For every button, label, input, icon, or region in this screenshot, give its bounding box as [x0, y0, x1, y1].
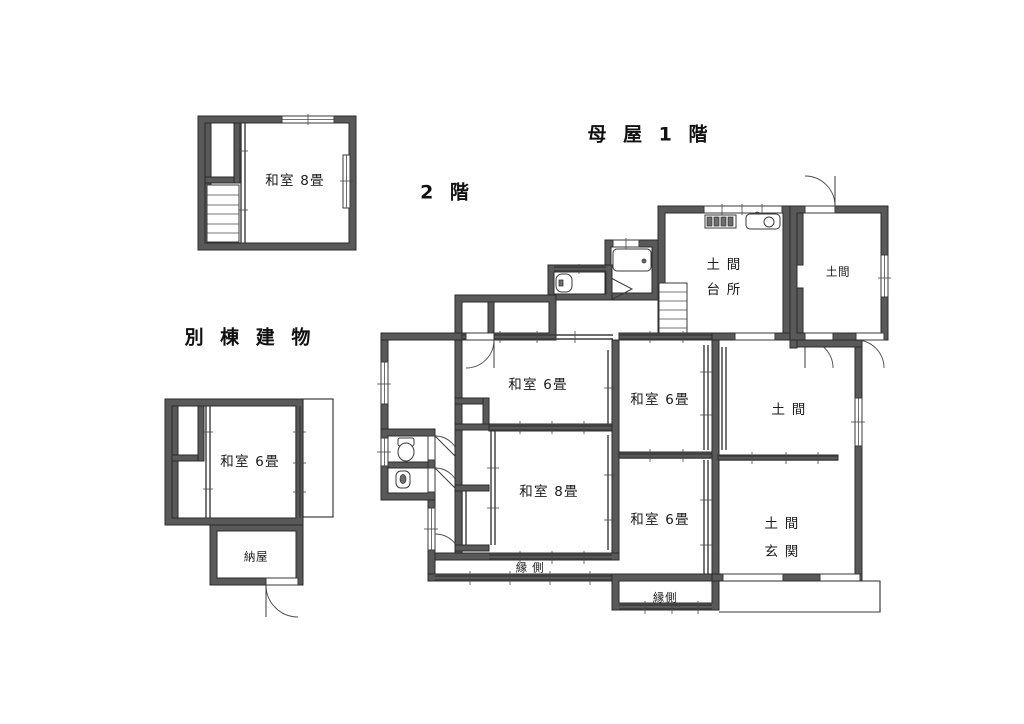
west-wing-north-wall — [380, 332, 463, 341]
east-doma-north-wall — [789, 339, 863, 348]
east-doma-window[interactable] — [851, 397, 865, 447]
2f-window-north[interactable] — [281, 114, 335, 125]
engawa-west-north-wall — [434, 552, 620, 561]
ne-doma-window-east[interactable] — [878, 254, 891, 298]
title-second-floor: 2 階 — [420, 182, 474, 204]
2f-room-label-washitsu8: 和室 8畳 — [265, 172, 324, 189]
label-genkan-line1: 土 間 — [765, 516, 800, 532]
closet-shelf-c — [454, 484, 490, 492]
2f-window-east[interactable] — [340, 154, 353, 209]
east-outer-wall — [854, 339, 863, 581]
annex-engawa-east — [293, 398, 334, 518]
label-genkan-line2: 玄 関 — [765, 543, 800, 560]
kitchen-counter — [703, 204, 783, 215]
west-window-toilet[interactable] — [377, 437, 391, 467]
interior-vertical-wall-center — [611, 339, 620, 559]
label-washitsu6-s: 和室 6畳 — [630, 511, 689, 528]
doma-wall-stub — [789, 339, 798, 349]
main-staircase — [658, 282, 688, 339]
ne-doma-wall-stub-upper — [796, 212, 804, 266]
north-hall-divider — [487, 301, 495, 334]
2f-staircase — [206, 184, 240, 243]
washitsu8-fusuma-west[interactable] — [487, 431, 499, 545]
label-washitsu6-n: 和室 6畳 — [630, 391, 689, 408]
toilet-washbasin-icon — [395, 470, 411, 489]
east-wall-sliding-marks[interactable] — [700, 345, 713, 575]
label-engawa-south: 縁側 — [653, 591, 677, 605]
west-window-upper[interactable] — [377, 361, 391, 405]
washbasin-icon — [555, 273, 573, 293]
engawa-south-glazing[interactable] — [619, 601, 712, 614]
closet-shelf-d — [454, 544, 490, 552]
annex-naya-door[interactable] — [265, 577, 299, 618]
annex-west-wall — [171, 405, 179, 519]
2f-sliding-door-west[interactable] — [238, 123, 248, 243]
washitsu6n-sliding-north[interactable] — [619, 331, 713, 343]
label-engawa-west: 縁 側 — [516, 561, 544, 575]
ne-doma-door-north[interactable] — [804, 175, 836, 214]
title-annex-building: 別 棟 建 物 — [185, 326, 316, 349]
closet-shelf-b — [454, 423, 490, 431]
2f-closet-east-wall — [233, 122, 241, 184]
second-floor-plan: 和室 8畳 — [197, 114, 357, 251]
kitchen-doma-label-1: 土 間 — [707, 257, 742, 273]
interior-vertical-wall-west — [454, 339, 463, 561]
annex-room-label-naya: 納屋 — [244, 550, 268, 564]
closet-sliding-doors[interactable] — [461, 491, 467, 545]
doma-north-opening[interactable] — [734, 332, 776, 341]
annex-sliding-door-west[interactable] — [203, 406, 213, 518]
annex-room-label-washitsu6: 和室 6畳 — [220, 453, 279, 470]
toilet-icon — [397, 437, 415, 462]
label-washitsu6-nw: 和室 6畳 — [508, 376, 567, 393]
gas-range-icon — [704, 214, 737, 229]
kitchen-sink-icon — [745, 211, 781, 230]
main-house-plan: 土 間 台 所 土間 — [377, 175, 891, 614]
engawa-south-wall — [611, 573, 720, 611]
doma-vertical-sliding[interactable] — [721, 347, 727, 450]
ne-doma-wall-stub-lower — [796, 287, 804, 334]
ne-doma-label: 土間 — [826, 265, 850, 279]
label-washitsu8: 和室 8畳 — [519, 483, 578, 500]
room-washitsu8: 和室 8畳 — [519, 483, 578, 500]
engawa-west-inner-sliding[interactable] — [489, 551, 612, 564]
room-washitsu6-nw: 和室 6畳 — [508, 376, 567, 393]
west-corridor-window[interactable] — [424, 507, 438, 551]
bathtub-icon — [612, 238, 652, 272]
doma-step-divider[interactable] — [717, 452, 839, 464]
washroom-sliding-door-north[interactable] — [554, 264, 606, 274]
washitsu6nw-sliding-south[interactable] — [488, 421, 614, 434]
bathroom-folding-door[interactable] — [610, 277, 634, 301]
south-terrace-outline — [719, 580, 881, 613]
kitchen-doma-label-2: 台 所 — [707, 282, 742, 298]
annex-closet-east-wall — [197, 405, 205, 462]
toilet-divider — [387, 461, 429, 469]
center-wall-sliding-marks[interactable] — [604, 350, 615, 550]
label-doma-center: 土 間 — [772, 402, 807, 418]
annex-plan: 和室 6畳 納屋 — [164, 398, 334, 618]
washitsu6nw-door[interactable] — [465, 332, 495, 369]
title-main-house-1f: 母 屋 1 階 — [587, 124, 712, 146]
room-washitsu6-n: 和室 6畳 — [630, 391, 689, 408]
room-washitsu6-s: 和室 6畳 — [630, 511, 689, 528]
engawa-west-glazing[interactable] — [435, 571, 619, 585]
